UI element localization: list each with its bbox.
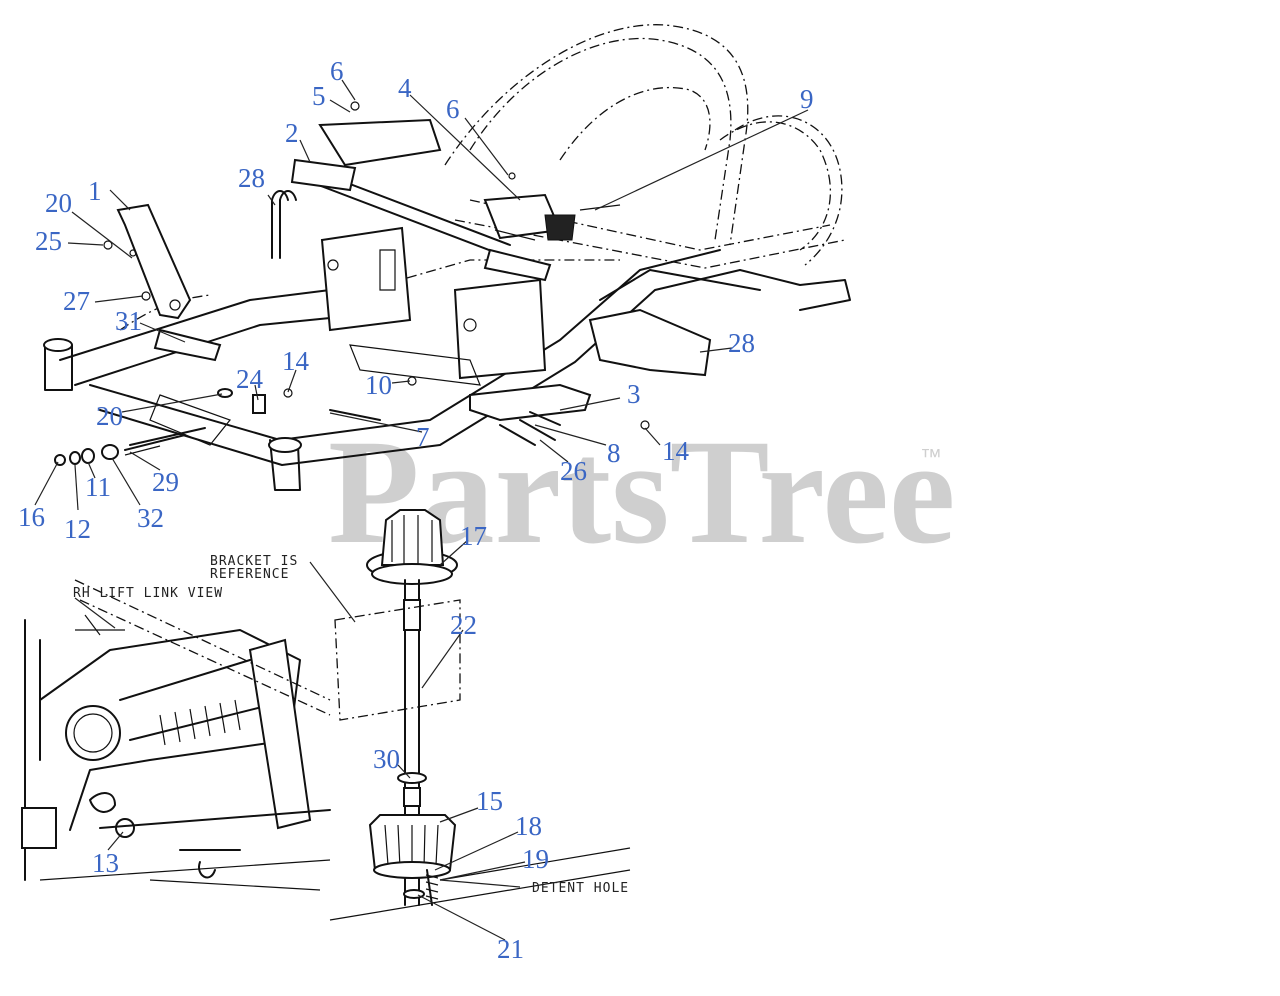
callout-14b: 14 (662, 436, 690, 466)
watermark-trademark: ™ (920, 444, 942, 469)
callout-4: 4 (398, 73, 412, 103)
callout-16: 16 (18, 502, 45, 532)
callout-28a: 28 (238, 163, 265, 193)
callout-20b: 20 (96, 401, 123, 431)
frame-tubes (43, 249, 851, 491)
note-bracket-line1: BRACKET IS (210, 554, 298, 569)
callout-14a: 14 (282, 346, 310, 376)
lift-shaft (290, 118, 621, 282)
callout-10: 10 (365, 370, 392, 400)
callout-8: 8 (607, 438, 621, 468)
lift-plates (320, 226, 547, 386)
callout-18: 18 (515, 811, 542, 841)
note-bracket-line2: REFERENCE (210, 567, 289, 582)
callout-5: 5 (312, 81, 326, 111)
rh-lift-link-inset (21, 579, 331, 891)
callout-13: 13 (92, 848, 119, 878)
left-arm-bracket (116, 203, 231, 446)
leader-lines (34, 79, 809, 941)
callout-21: 21 (497, 934, 524, 964)
roll-bar (444, 24, 846, 269)
callout-28b: 28 (728, 328, 755, 358)
callout-26: 26 (560, 456, 587, 486)
callout-27: 27 (63, 286, 90, 316)
callout-1: 1 (88, 176, 102, 206)
callout-32: 32 (137, 503, 164, 533)
diagram-notes: BRACKET IS REFERENCE RH LIFT LINK VIEW D… (73, 554, 629, 896)
callout-6a: 6 (330, 56, 344, 86)
callout-30: 30 (373, 744, 400, 774)
height-knob-detail (329, 509, 631, 921)
callout-24: 24 (236, 364, 264, 394)
callout-12: 12 (64, 514, 91, 544)
callout-19: 19 (522, 844, 549, 874)
callout-17: 17 (460, 521, 487, 551)
lift-link (469, 308, 712, 446)
callout-7: 7 (416, 422, 430, 452)
callout-6b: 6 (446, 94, 460, 124)
callout-31: 31 (115, 306, 142, 336)
callout-15: 15 (476, 786, 503, 816)
note-detent-hole: DETENT HOLE (532, 881, 629, 896)
callout-29: 29 (152, 467, 179, 497)
callout-22: 22 (450, 610, 477, 640)
callout-2: 2 (285, 118, 299, 148)
note-rh-lift-link-view: RH LIFT LINK VIEW (73, 586, 223, 601)
callout-3: 3 (627, 379, 641, 409)
small-hardware (54, 101, 650, 466)
callout-9: 9 (800, 84, 814, 114)
callout-11: 11 (85, 472, 111, 502)
callout-numbers: 1 2 3 4 5 6 6 7 8 9 10 11 12 13 14 14 15… (18, 56, 814, 964)
callout-25: 25 (35, 226, 62, 256)
callout-20a: 20 (45, 188, 72, 218)
